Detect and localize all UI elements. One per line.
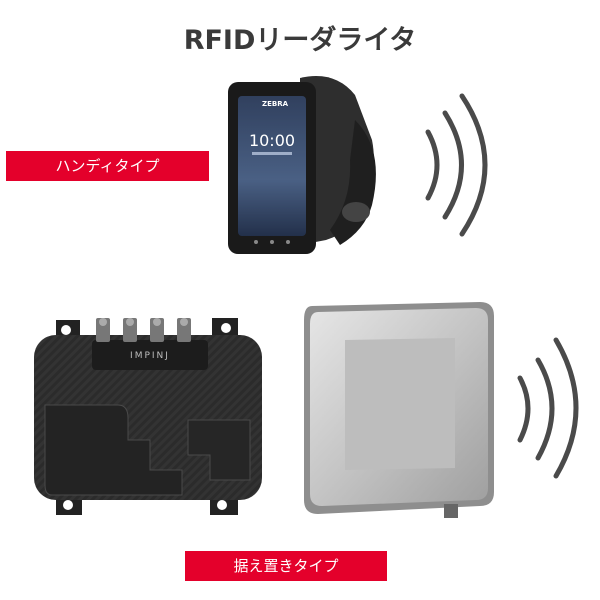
handheld-reader-image: ZEBRA 10:00	[228, 76, 376, 254]
page-title: RFIDリーダライタ	[183, 25, 417, 56]
fixed-type-label: 据え置きタイプ	[185, 551, 387, 581]
fixed-reader-image: IMPINJ	[34, 318, 262, 515]
handheld-brand-text: ZEBRA	[262, 100, 289, 108]
reader-brand-text: IMPINJ	[130, 351, 170, 361]
handy-type-label: ハンディタイプ	[6, 151, 209, 181]
panel-antenna-image	[304, 302, 494, 518]
handheld-clock-text: 10:00	[249, 131, 295, 150]
radio-wave-icon	[517, 337, 579, 479]
radio-wave-icon	[425, 93, 488, 237]
